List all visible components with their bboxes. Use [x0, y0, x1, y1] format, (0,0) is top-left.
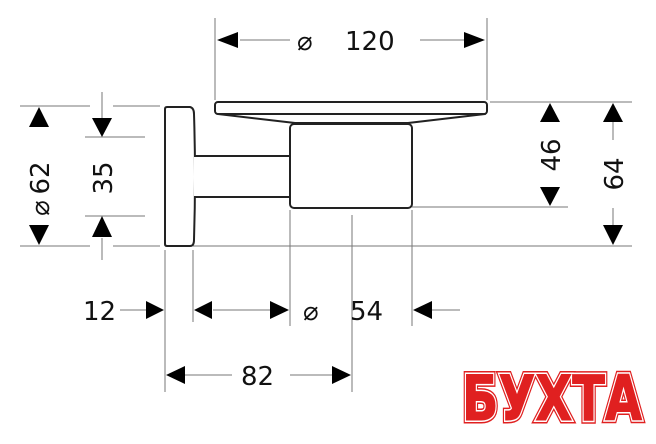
cup [289, 123, 413, 209]
logo-inner-outline: БУХТА [462, 362, 642, 435]
logo-text: БУХТА [462, 362, 642, 435]
arrow-down-icon [603, 225, 623, 245]
arrow-up-icon [540, 103, 560, 122]
arrow-left-icon [217, 32, 238, 48]
arrow-left-icon [166, 366, 185, 384]
plate-depth-value: 12 [83, 297, 116, 327]
arrow-up-icon [29, 107, 49, 127]
extension-lines [20, 18, 632, 392]
arrow-right-icon [146, 301, 164, 319]
arrow-right-icon [332, 366, 351, 384]
dimension-arrows [29, 32, 623, 384]
soap-dish-outline [164, 101, 488, 247]
dish-taper [217, 113, 486, 124]
projection-value: 82 [241, 362, 274, 392]
cup-diameter-symbol: ⌀ [303, 297, 319, 327]
plate-diameter-symbol: ⌀ [26, 200, 56, 216]
arrow-down-icon [92, 118, 112, 137]
arm [194, 155, 293, 198]
buhta-logo: БУХТА БУХТА БУХТА [459, 359, 646, 439]
arrow-right-icon [270, 301, 289, 319]
arrow-left-icon [413, 301, 432, 319]
cup-diameter-value: 54 [350, 297, 383, 327]
arrow-down-icon [29, 225, 49, 245]
cup-height-value: 46 [537, 138, 567, 171]
wall-plate [164, 106, 196, 247]
dish-diameter-symbol: ⌀ [297, 27, 313, 57]
arrow-up-icon [92, 216, 112, 237]
arrow-down-icon [540, 187, 560, 206]
arm-height-value: 35 [89, 161, 119, 194]
total-height-value: 64 [600, 157, 630, 190]
dish-plate [214, 101, 488, 115]
logo-outline: БУХТА [462, 362, 642, 435]
plate-diameter-value: 62 [26, 161, 56, 194]
dish-diameter-value: 120 [345, 27, 395, 57]
arrow-up-icon [603, 103, 623, 122]
arrow-left-icon [194, 301, 212, 319]
arrow-right-icon [464, 32, 485, 48]
